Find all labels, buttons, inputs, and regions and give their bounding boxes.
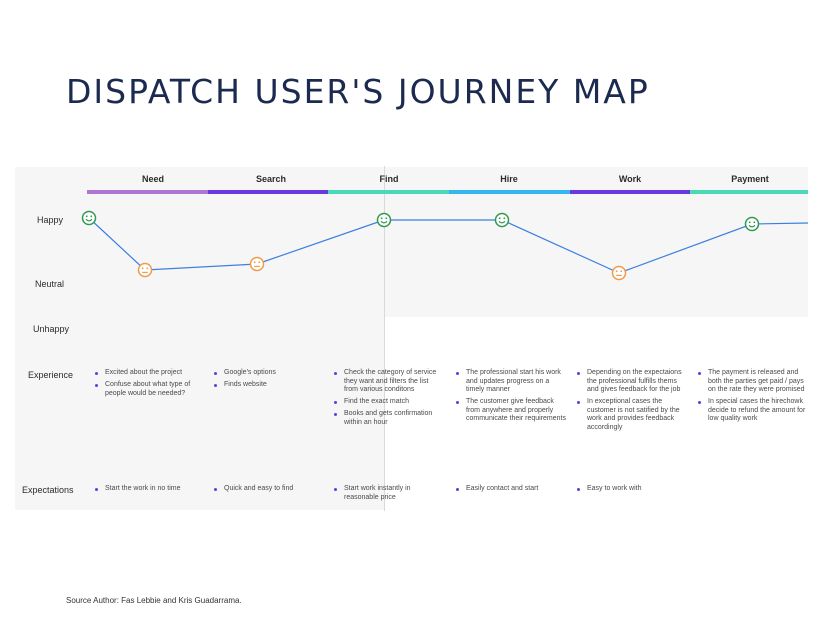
expectations-item: Start the work in no time <box>93 485 205 494</box>
happy-face-icon <box>494 212 510 228</box>
expectations-work: Easy to work with <box>575 485 687 497</box>
experience-item: Google's options <box>212 369 324 378</box>
row-label-happy: Happy <box>37 215 64 225</box>
experience-item: Finds website <box>212 381 324 390</box>
row-label-expectations: Expectations <box>22 485 74 495</box>
experience-item: Books and gets confirmation within an ho… <box>332 410 444 427</box>
expectations-hire: Easily contact and start <box>454 485 566 497</box>
experience-item: Check the category of service they want … <box>332 369 444 395</box>
expectations-item: Quick and easy to find <box>212 485 324 494</box>
experience-item: In special cases the hirechowk decide to… <box>696 398 808 424</box>
left-panel-background <box>15 317 385 510</box>
experience-payment: The payment is released and both the par… <box>696 369 808 428</box>
happy-face-icon <box>376 212 392 228</box>
row-label-neutral: Neutral <box>35 279 65 289</box>
emotion-line <box>88 217 809 274</box>
experience-work: Depending on the expectaions the profess… <box>575 369 687 436</box>
stage-work: Work <box>618 174 642 184</box>
experience-item: Confuse about what type of people would … <box>93 381 205 398</box>
experience-item: In exceptional cases the customer is not… <box>575 398 687 432</box>
stage-bar-find <box>328 190 449 194</box>
experience-item: Depending on the expectaions the profess… <box>575 369 687 395</box>
stage-bar-work <box>570 190 690 194</box>
stage-bar-need <box>87 190 208 194</box>
current-stage-divider <box>384 166 385 511</box>
expectations-find: Start work instantly in reasonable price <box>332 485 444 506</box>
expectations-item: Start work instantly in reasonable price <box>332 485 444 502</box>
stage-find: Find <box>379 174 399 184</box>
row-label-unhappy: Unhappy <box>33 324 70 334</box>
happy-face-icon <box>744 216 760 232</box>
happy-face-icon <box>81 210 97 226</box>
stage-hire: Hire <box>500 174 518 184</box>
neutral-face-icon <box>249 256 265 272</box>
experience-item: The payment is released and both the par… <box>696 369 808 395</box>
expectations-item: Easy to work with <box>575 485 687 494</box>
expectations-need: Start the work in no time <box>93 485 205 497</box>
source-credit: Source Author: Fas Lebbie and Kris Guada… <box>66 596 242 605</box>
stage-need: Need <box>141 174 164 184</box>
row-label-experience: Experience <box>28 370 74 380</box>
experience-item: Excited about the project <box>93 369 205 378</box>
stage-search: Search <box>255 174 287 184</box>
experience-item: The professional start his work and upda… <box>454 369 566 395</box>
experience-item: Find the exact match <box>332 398 444 407</box>
neutral-face-icon <box>611 265 627 281</box>
neutral-face-icon <box>137 262 153 278</box>
page-title: DISPATCH USER'S JOURNEY MAP <box>66 72 650 111</box>
experience-find: Check the category of service they want … <box>332 369 444 431</box>
stage-payment: Payment <box>731 174 769 184</box>
expectations-item: Easily contact and start <box>454 485 566 494</box>
stage-bar-search <box>208 190 328 194</box>
stage-bar-payment <box>690 190 808 194</box>
stage-bar-hire <box>449 190 570 194</box>
experience-item: The customer give feedback from anywhere… <box>454 398 566 424</box>
expectations-search: Quick and easy to find <box>212 485 324 497</box>
experience-hire: The professional start his work and upda… <box>454 369 566 428</box>
